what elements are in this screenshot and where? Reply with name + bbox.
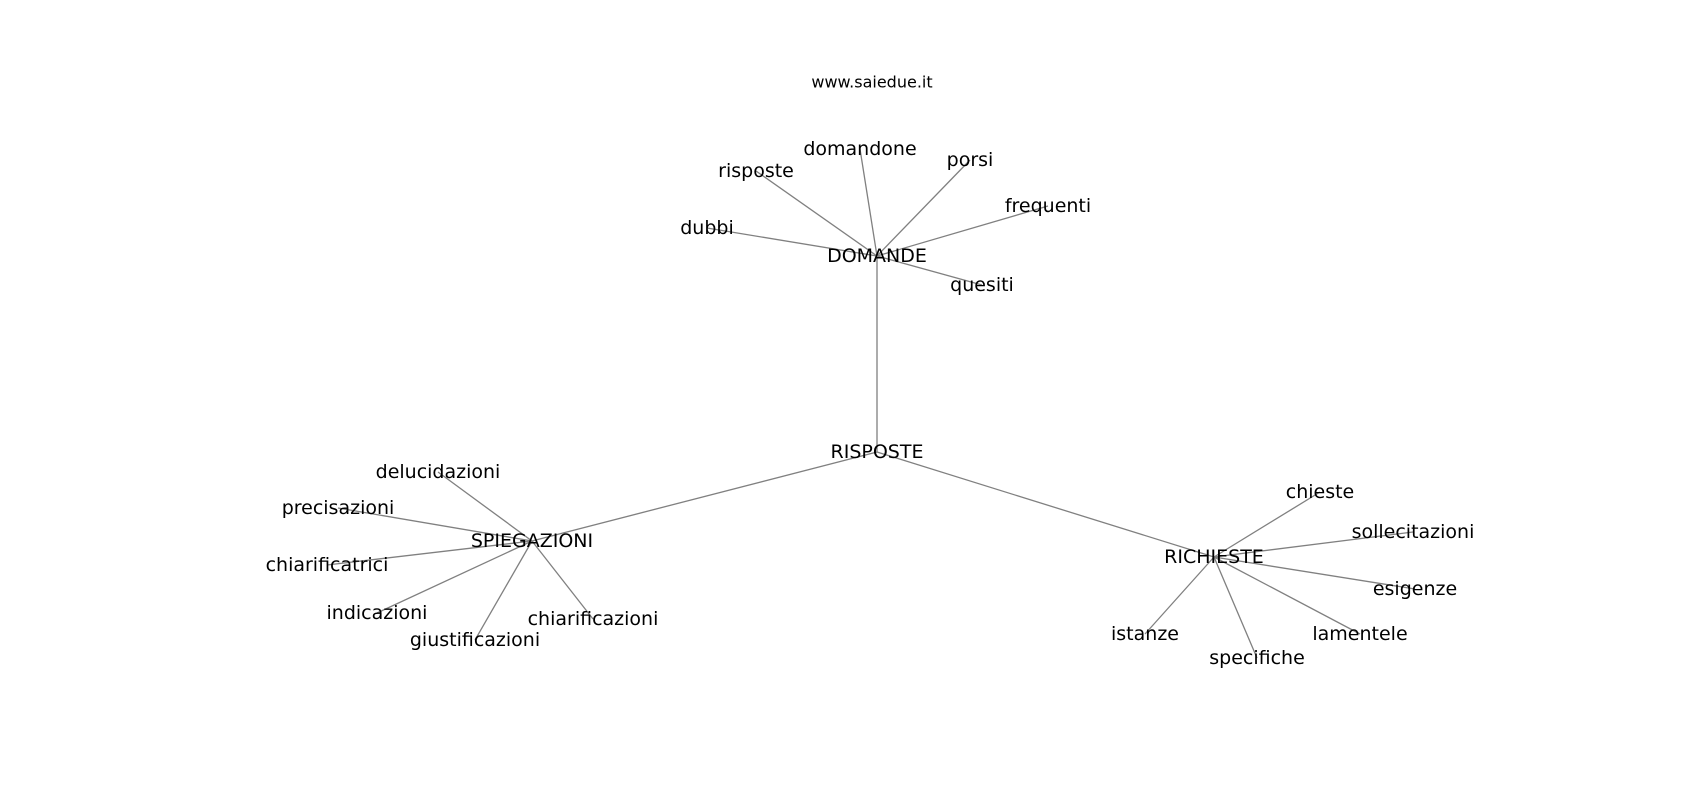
node-spiegazioni: SPIEGAZIONI <box>471 530 593 552</box>
edge-domande-risposte <box>755 170 878 257</box>
node-lamentele: lamentele <box>1312 623 1407 645</box>
edges-layer <box>326 148 1416 659</box>
node-chiarificatrici: chiarificatrici <box>266 554 389 576</box>
edge-richieste-chieste <box>1213 491 1321 558</box>
edge-spiegazioni-indicazioni <box>376 540 533 614</box>
node-sollecitazioni: sollecitazioni <box>1352 521 1475 543</box>
node-giustificazioni: giustificazioni <box>410 629 540 651</box>
edge-richieste-specifiche <box>1213 556 1258 659</box>
nodes-layer: RISPOSTE DOMANDE SPIEGAZIONI RICHIESTE doman… <box>266 138 1475 669</box>
node-dubbi: dubbi <box>680 217 734 239</box>
node-istanze: istanze <box>1111 623 1179 645</box>
node-porsi: porsi <box>947 149 994 171</box>
node-esigenze: esigenze <box>1373 578 1457 600</box>
edge-spiegazioni-precisazioni <box>337 507 533 542</box>
edge-richieste-sollecitazioni <box>1213 531 1414 558</box>
edge-risposte_root-spiegazioni <box>531 451 878 542</box>
node-risposte-root: RISPOSTE <box>831 441 924 463</box>
node-chiarificazioni: chiarificazioni <box>528 608 659 630</box>
edge-spiegazioni-chiarificatrici <box>326 540 533 566</box>
node-precisazioni: precisazioni <box>282 497 395 519</box>
node-domande: DOMANDE <box>827 245 927 267</box>
edge-richieste-istanze <box>1144 556 1215 635</box>
node-indicazioni: indicazioni <box>327 602 428 624</box>
node-risposte: risposte <box>718 160 794 182</box>
edge-richieste-lamentele <box>1213 556 1361 635</box>
edge-domande-quesiti <box>876 255 983 286</box>
edge-spiegazioni-delucidazioni <box>437 471 533 542</box>
node-quesiti: quesiti <box>950 274 1014 296</box>
edge-spiegazioni-chiarificazioni <box>531 540 594 620</box>
edge-richieste-esigenze <box>1213 556 1416 590</box>
node-delucidazioni: delucidazioni <box>376 461 501 483</box>
edge-domande-porsi <box>876 159 971 257</box>
site-watermark: www.saiedue.it <box>811 73 932 92</box>
edge-spiegazioni-giustificazioni <box>474 540 533 641</box>
node-chieste: chieste <box>1286 481 1355 503</box>
edge-domande-domandone <box>859 148 878 257</box>
node-domandone: domandone <box>803 138 916 160</box>
edge-domande-frequenti <box>876 205 1049 257</box>
edge-risposte_root-richieste <box>876 451 1215 558</box>
node-frequenti: frequenti <box>1005 195 1091 217</box>
edge-domande-dubbi <box>706 227 878 257</box>
node-richieste: RICHIESTE <box>1164 546 1264 568</box>
node-specifiche: specifiche <box>1209 647 1305 669</box>
